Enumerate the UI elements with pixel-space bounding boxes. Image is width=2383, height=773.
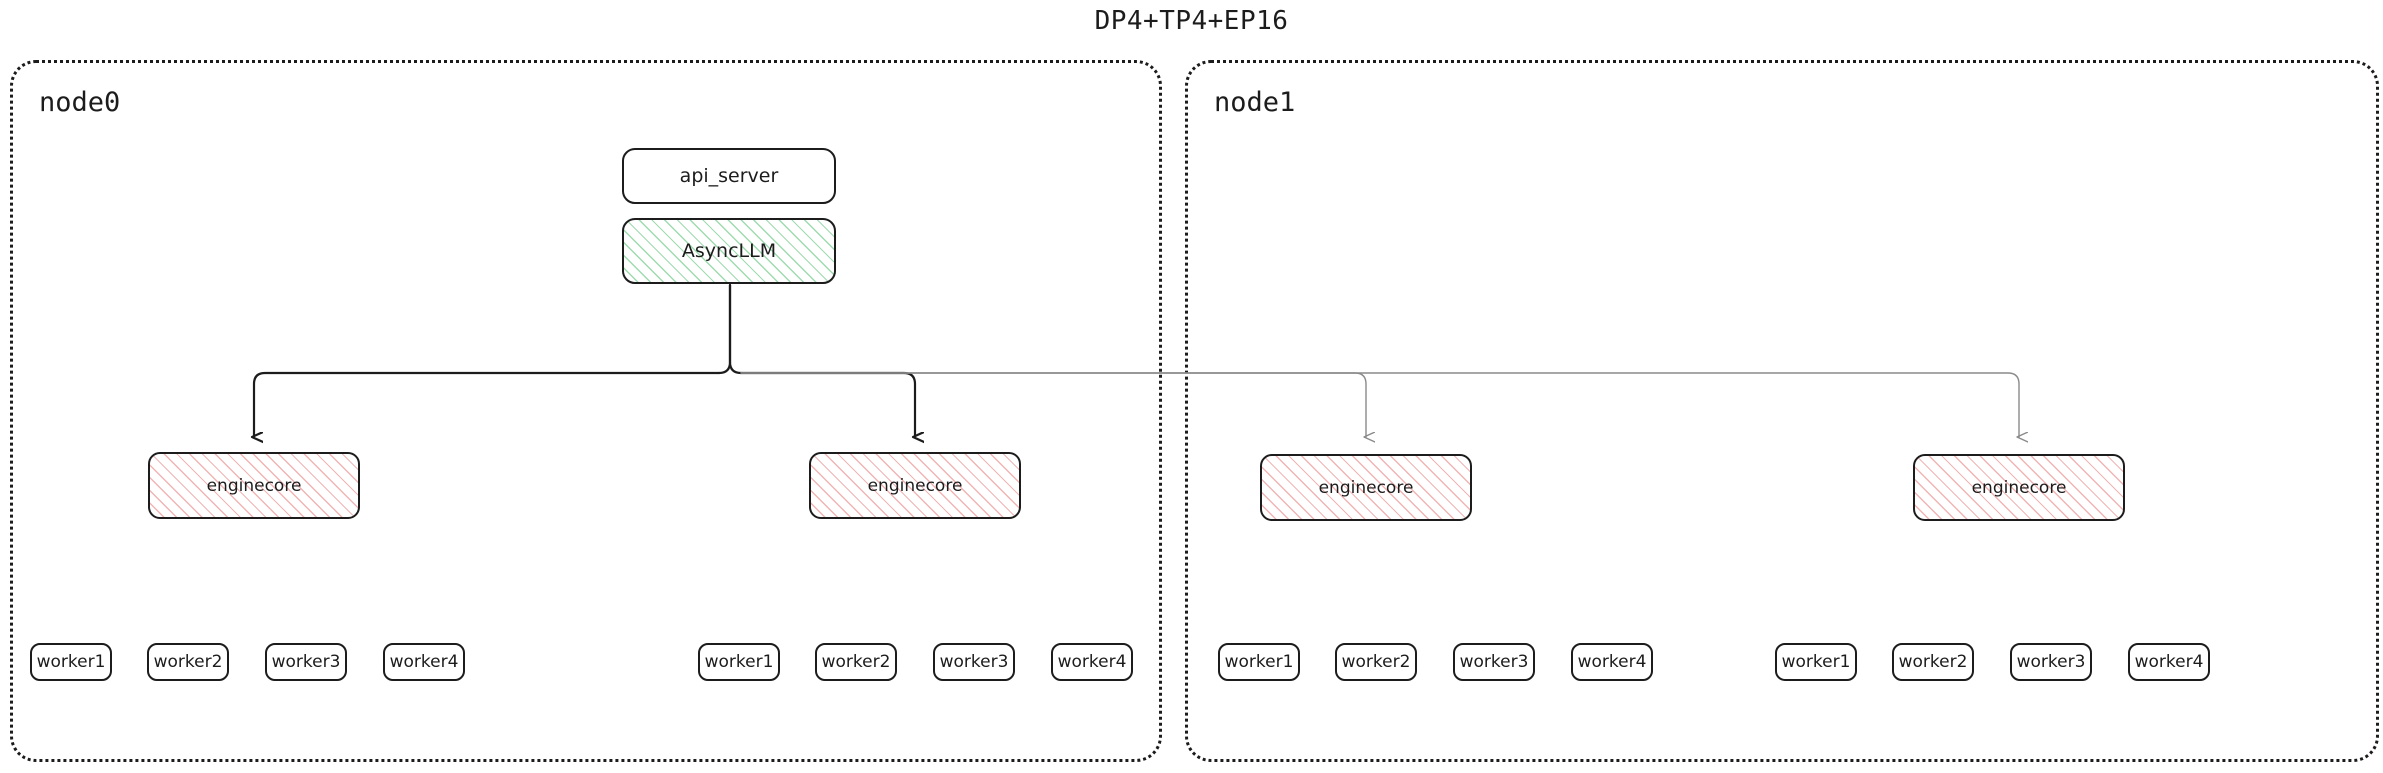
box-worker[interactable]: worker2 (815, 643, 897, 681)
worker-label: worker4 (389, 652, 459, 672)
worker-label: worker4 (1057, 652, 1127, 672)
box-worker[interactable]: worker2 (147, 643, 229, 681)
enginecore-label: enginecore (1971, 477, 2067, 498)
box-worker[interactable]: worker4 (1571, 643, 1653, 681)
box-worker[interactable]: worker1 (698, 643, 780, 681)
worker-label: worker2 (1341, 652, 1411, 672)
worker-label: worker3 (271, 652, 341, 672)
box-worker[interactable]: worker1 (1218, 643, 1300, 681)
worker-label: worker3 (1459, 652, 1529, 672)
enginecore-label: enginecore (1318, 477, 1414, 498)
box-worker[interactable]: worker3 (1453, 643, 1535, 681)
enginecore-label: enginecore (867, 475, 963, 496)
worker-label: worker3 (939, 652, 1009, 672)
box-api-server[interactable]: api_server (622, 148, 836, 204)
page-title: DP4+TP4+EP16 (1094, 6, 1289, 36)
box-enginecore[interactable]: enginecore (148, 452, 360, 519)
box-async-llm[interactable]: AsyncLLM (622, 218, 836, 284)
worker-label: worker2 (153, 652, 223, 672)
worker-label: worker2 (1898, 652, 1968, 672)
worker-label: worker4 (1577, 652, 1647, 672)
box-worker[interactable]: worker1 (30, 643, 112, 681)
worker-label: worker2 (821, 652, 891, 672)
worker-label: worker1 (36, 652, 106, 672)
node0-label: node0 (39, 87, 121, 118)
box-worker[interactable]: worker4 (2128, 643, 2210, 681)
box-worker[interactable]: worker2 (1892, 643, 1974, 681)
box-enginecore[interactable]: enginecore (1913, 454, 2125, 521)
box-enginecore[interactable]: enginecore (809, 452, 1021, 519)
async-llm-label: AsyncLLM (681, 240, 777, 262)
box-worker[interactable]: worker4 (383, 643, 465, 681)
box-enginecore[interactable]: enginecore (1260, 454, 1472, 521)
api-server-label: api_server (679, 165, 779, 187)
box-worker[interactable]: worker3 (2010, 643, 2092, 681)
worker-label: worker1 (704, 652, 774, 672)
enginecore-label: enginecore (206, 475, 302, 496)
worker-label: worker4 (2134, 652, 2204, 672)
worker-label: worker1 (1781, 652, 1851, 672)
worker-label: worker1 (1224, 652, 1294, 672)
box-worker[interactable]: worker3 (933, 643, 1015, 681)
box-worker[interactable]: worker3 (265, 643, 347, 681)
box-worker[interactable]: worker4 (1051, 643, 1133, 681)
worker-label: worker3 (2016, 652, 2086, 672)
node1-label: node1 (1214, 87, 1296, 118)
box-worker[interactable]: worker2 (1335, 643, 1417, 681)
box-worker[interactable]: worker1 (1775, 643, 1857, 681)
